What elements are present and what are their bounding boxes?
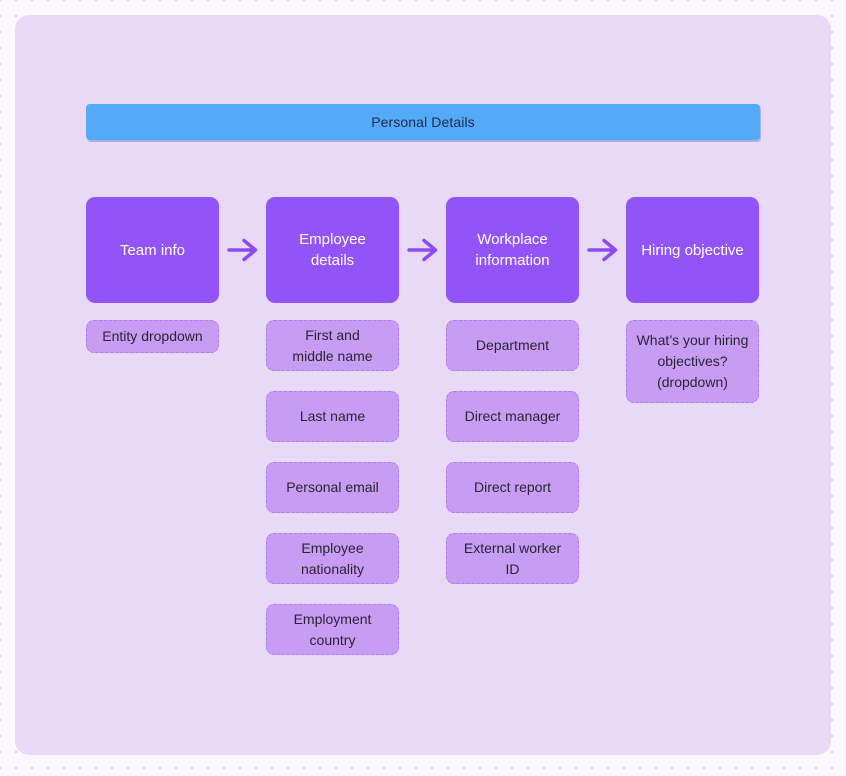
connector-cell bbox=[219, 197, 266, 262]
arrow-right-icon[interactable] bbox=[226, 238, 259, 262]
field-label: Personal email bbox=[286, 479, 379, 495]
field-box-last-name[interactable]: Last name bbox=[266, 391, 399, 442]
column-workplace-information: Workplace information Department Direct … bbox=[446, 197, 579, 584]
field-box-employment-country[interactable]: Employment country bbox=[266, 604, 399, 655]
arrow-right-icon[interactable] bbox=[586, 238, 619, 262]
field-box-entity-dropdown[interactable]: Entity dropdown bbox=[86, 320, 219, 353]
field-label: Direct manager bbox=[464, 408, 561, 424]
stage-box-employee-details[interactable]: Employee details bbox=[266, 197, 399, 303]
field-box-direct-report[interactable]: Direct report bbox=[446, 462, 579, 513]
connector-cell bbox=[579, 197, 626, 262]
field-box-personal-email[interactable]: Personal email bbox=[266, 462, 399, 513]
stage-label: Team info bbox=[119, 241, 186, 259]
diagram-board: Personal Details Team info Entity dropdo… bbox=[15, 15, 831, 755]
connector-cell bbox=[399, 197, 446, 262]
stage-label: Workplace information bbox=[475, 231, 550, 269]
field-box-direct-manager[interactable]: Direct manager bbox=[446, 391, 579, 442]
field-label: Last name bbox=[299, 408, 366, 424]
field-list-employee-details: First and middle name Last name Personal… bbox=[266, 320, 399, 655]
field-label: Employment country bbox=[293, 610, 372, 648]
stage-box-team-info[interactable]: Team info bbox=[86, 197, 219, 303]
field-label: Entity dropdown bbox=[102, 328, 203, 344]
field-box-hiring-objectives-dropdown[interactable]: What’s your hiring objectives? (dropdown… bbox=[626, 320, 759, 403]
field-box-external-worker-id[interactable]: External worker ID bbox=[446, 533, 579, 584]
field-list-team-info: Entity dropdown bbox=[86, 320, 219, 353]
flow-diagram: Team info Entity dropdown Employee detai… bbox=[86, 197, 759, 655]
stage-label: Employee details bbox=[299, 231, 366, 269]
field-label: First and middle name bbox=[292, 326, 373, 364]
field-box-department[interactable]: Department bbox=[446, 320, 579, 371]
arrow-right-icon[interactable] bbox=[406, 238, 439, 262]
column-hiring-objective: Hiring objective What’s your hiring obje… bbox=[626, 197, 759, 403]
section-title-bar[interactable]: Personal Details bbox=[86, 104, 760, 140]
field-label: External worker ID bbox=[463, 539, 562, 577]
field-list-hiring-objective: What’s your hiring objectives? (dropdown… bbox=[626, 320, 759, 403]
stage-label: Hiring objective bbox=[641, 241, 744, 259]
column-team-info: Team info Entity dropdown bbox=[86, 197, 219, 353]
field-list-workplace-information: Department Direct manager Direct report … bbox=[446, 320, 579, 584]
stage-box-workplace-information[interactable]: Workplace information bbox=[446, 197, 579, 303]
column-employee-details: Employee details First and middle name L… bbox=[266, 197, 399, 655]
field-label: What’s your hiring objectives? (dropdown… bbox=[636, 332, 749, 390]
field-box-first-and-middle-name[interactable]: First and middle name bbox=[266, 320, 399, 371]
section-title: Personal Details bbox=[371, 114, 475, 130]
field-label: Department bbox=[475, 337, 550, 353]
field-label: Employee nationality bbox=[300, 539, 365, 577]
stage-box-hiring-objective[interactable]: Hiring objective bbox=[626, 197, 759, 303]
field-box-employee-nationality[interactable]: Employee nationality bbox=[266, 533, 399, 584]
field-label: Direct report bbox=[473, 479, 552, 495]
